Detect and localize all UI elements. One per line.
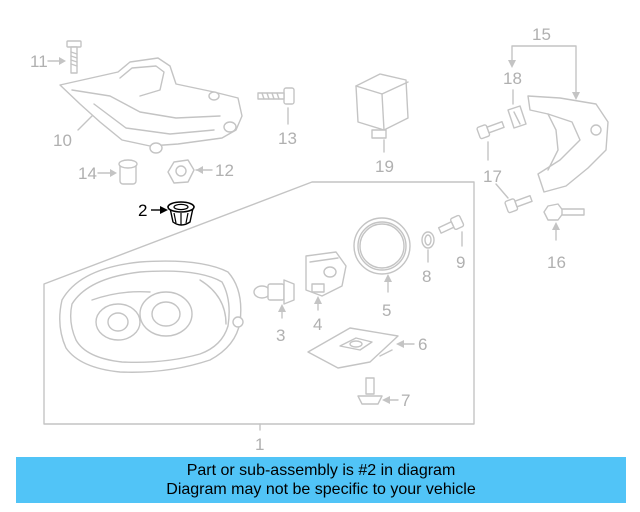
svg-text:10: 10 (53, 131, 72, 150)
part-7-fastener[interactable] (357, 377, 383, 405)
svg-text:2: 2 (138, 201, 147, 220)
svg-text:7: 7 (401, 391, 410, 410)
svg-text:11: 11 (30, 52, 48, 71)
svg-text:13: 13 (278, 129, 297, 148)
callout-13: 13 (278, 107, 297, 148)
callout-18: 18 (503, 69, 522, 105)
svg-text:3: 3 (276, 326, 285, 345)
callout-4: 4 (313, 296, 322, 334)
svg-text:9: 9 (456, 253, 465, 272)
svg-text:6: 6 (418, 335, 427, 354)
part-4-bulb-socket[interactable] (305, 251, 347, 297)
callout-9: 9 (456, 231, 465, 272)
callout-12: 12 (195, 161, 234, 180)
part-8-seal-ring[interactable] (421, 231, 435, 249)
banner-line-disclaimer: Diagram may not be specific to your vehi… (166, 481, 476, 498)
callout-19: 19 (375, 139, 394, 176)
callout-2: 2 (138, 201, 168, 220)
part-2-grommet-highlighted[interactable] (167, 201, 195, 226)
part-9-screw[interactable] (437, 214, 465, 236)
part-13-bolt[interactable] (257, 87, 295, 105)
part-5-cap[interactable] (353, 217, 411, 275)
callout-14: 14 (78, 164, 117, 183)
svg-text:4: 4 (313, 315, 322, 334)
part-15-headlamp-bracket[interactable] (527, 95, 609, 193)
callout-10: 10 (53, 115, 93, 150)
svg-text:15: 15 (532, 25, 551, 44)
callout-17: 17 (483, 141, 509, 199)
part-6-cover-plate[interactable] (307, 327, 399, 369)
part-19-control-module[interactable] (355, 73, 409, 139)
part-14-grommet[interactable] (118, 159, 138, 185)
svg-text:18: 18 (503, 69, 522, 88)
svg-text:1: 1 (255, 435, 264, 454)
part-17-screws[interactable] (476, 119, 534, 214)
part-3-bulb[interactable] (253, 279, 295, 305)
svg-text:5: 5 (382, 301, 391, 320)
part-12-nut[interactable] (167, 159, 195, 184)
part-1-headlamp-assembly[interactable] (43, 181, 475, 425)
callout-5: 5 (382, 274, 392, 320)
info-banner: Part or sub-assembly is #2 in diagram Di… (16, 457, 626, 503)
callout-8: 8 (422, 249, 431, 286)
callout-1: 1 (255, 423, 264, 454)
part-16-bolt[interactable] (543, 203, 585, 221)
callout-7: 7 (382, 391, 410, 410)
callout-15: 15 (508, 25, 580, 100)
callout-6: 6 (396, 335, 427, 354)
svg-text:19: 19 (375, 157, 394, 176)
banner-line-part-number: Part or sub-assembly is #2 in diagram (186, 462, 456, 479)
svg-text:12: 12 (215, 161, 234, 180)
part-10-mounting-bracket[interactable] (59, 57, 243, 154)
svg-text:8: 8 (422, 267, 431, 286)
part-11-bolt[interactable] (66, 40, 82, 74)
callout-11: 11 (30, 52, 66, 71)
svg-text:17: 17 (483, 167, 502, 186)
callout-16: 16 (547, 222, 566, 272)
svg-text:14: 14 (78, 164, 97, 183)
part-18-clip[interactable] (507, 105, 527, 129)
svg-text:16: 16 (547, 253, 566, 272)
callout-3: 3 (276, 304, 286, 345)
